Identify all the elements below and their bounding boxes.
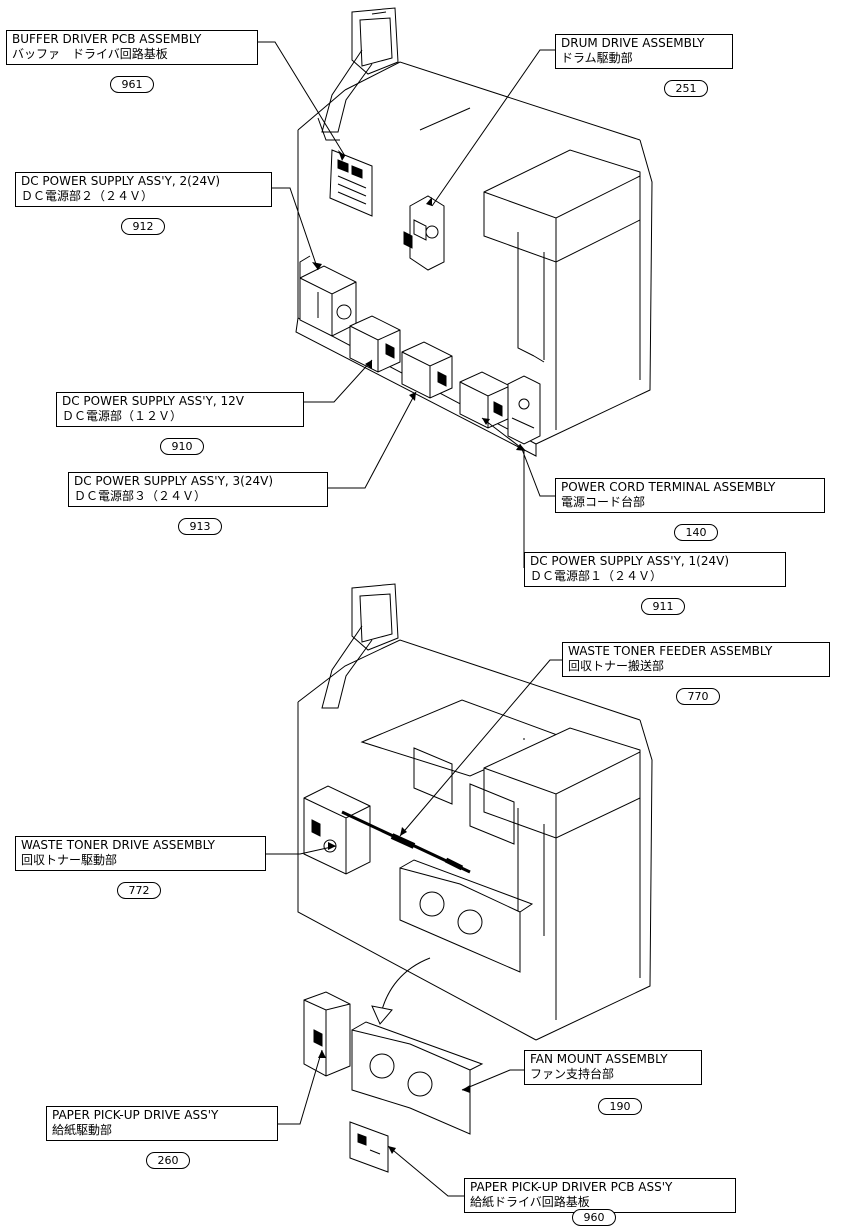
callout-drum-drive: DRUM DRIVE ASSEMBLY ドラム駆動部 <box>555 34 733 69</box>
callout-dc-power-2: DC POWER SUPPLY ASS'Y, 2(24V) ＤＣ電源部２（２４Ｖ… <box>15 172 272 207</box>
ref-number-190: 190 <box>598 1098 642 1115</box>
callout-en-label: FAN MOUNT ASSEMBLY <box>530 1052 668 1066</box>
machine-bottom-view <box>297 583 653 1173</box>
callout-jp-label: 回収トナー駆動部 <box>21 853 118 867</box>
callout-en-label: DC POWER SUPPLY ASS'Y, 1(24V) <box>530 554 730 568</box>
callout-en-label: DC POWER SUPPLY ASS'Y, 3(24V) <box>74 474 274 488</box>
callout-paper-pickup-driver-pcb: PAPER PICK-UP DRIVER PCB ASS'Y 給紙ドライバ回路基… <box>464 1178 736 1213</box>
callout-waste-toner-feeder: WASTE TONER FEEDER ASSEMBLY 回収トナー搬送部 <box>562 642 830 677</box>
dc-power-12v-part <box>349 315 401 373</box>
callout-en-label: BUFFER DRIVER PCB ASSEMBLY <box>12 32 202 46</box>
callout-dc-power-3: DC POWER SUPPLY ASS'Y, 3(24V) ＤＣ電源部３（２４Ｖ… <box>68 472 328 507</box>
paper-pickup-driver-pcb-part <box>349 1121 389 1173</box>
callout-jp-label: 電源コード台部 <box>561 495 646 509</box>
waste-toner-feeder-part <box>341 810 471 874</box>
ref-number-912: 912 <box>121 218 165 235</box>
ref-number-770: 770 <box>676 688 720 705</box>
callout-en-label: DRUM DRIVE ASSEMBLY <box>561 36 705 50</box>
ref-number-140: 140 <box>674 524 718 541</box>
buffer-driver-pcb-part <box>329 149 373 217</box>
callout-en-label: DC POWER SUPPLY ASS'Y, 12V <box>62 394 245 408</box>
ref-number-961: 961 <box>110 76 154 93</box>
paper-pickup-drive-part <box>303 991 351 1077</box>
fan-mount-in-body <box>399 859 534 973</box>
leader-arrowheads <box>312 150 526 1154</box>
callout-en-label: POWER CORD TERMINAL ASSEMBLY <box>561 480 776 494</box>
callout-jp-label: ＤＣ電源部３（２４Ｖ） <box>74 489 207 503</box>
callout-en-label: PAPER PICK-UP DRIVE ASS'Y <box>52 1108 219 1122</box>
ref-number-960: 960 <box>572 1209 616 1226</box>
ref-number-911: 911 <box>641 598 685 615</box>
dc-power-2-part <box>299 265 357 337</box>
callout-fan-mount: FAN MOUNT ASSEMBLY ファン支持台部 <box>524 1050 702 1085</box>
callout-buffer-driver-pcb: BUFFER DRIVER PCB ASSEMBLY バッファ ドライバ回路基板 <box>6 30 258 65</box>
drum-drive-part <box>403 195 445 271</box>
callout-jp-label: ＤＣ電源部１（２４Ｖ） <box>530 569 663 583</box>
power-cord-terminal-part <box>507 375 541 445</box>
callout-waste-toner-drive: WASTE TONER DRIVE ASSEMBLY 回収トナー駆動部 <box>15 836 266 871</box>
callout-dc-power-1: DC POWER SUPPLY ASS'Y, 1(24V) ＤＣ電源部１（２４Ｖ… <box>524 552 786 587</box>
ref-number-251: 251 <box>664 80 708 97</box>
callout-en-label: WASTE TONER DRIVE ASSEMBLY <box>21 838 216 852</box>
ref-number-772: 772 <box>117 882 161 899</box>
callout-jp-label: バッファ ドライバ回路基板 <box>12 47 168 61</box>
callout-jp-label: 回収トナー搬送部 <box>568 659 665 673</box>
callout-jp-label: ＤＣ電源部２（２４Ｖ） <box>21 189 154 203</box>
callout-jp-label: 給紙駆動部 <box>52 1123 113 1137</box>
ref-number-913: 913 <box>178 518 222 535</box>
callout-paper-pickup-drive: PAPER PICK-UP DRIVE ASS'Y 給紙駆動部 <box>46 1106 278 1141</box>
callout-jp-label: ドラム駆動部 <box>561 51 633 65</box>
callout-jp-label: 給紙ドライバ回路基板 <box>470 1195 590 1209</box>
callout-en-label: WASTE TONER FEEDER ASSEMBLY <box>568 644 773 658</box>
callout-jp-label: ＤＣ電源部（１２Ｖ） <box>62 409 183 423</box>
dc-power-3-part <box>401 341 453 399</box>
callout-power-cord-terminal: POWER CORD TERMINAL ASSEMBLY 電源コード台部 <box>555 478 825 513</box>
callout-jp-label: ファン支持台部 <box>530 1067 615 1081</box>
ref-number-260: 260 <box>146 1152 190 1169</box>
leader-lines <box>258 41 562 1197</box>
waste-toner-drive-part <box>303 785 371 875</box>
fan-mount-part <box>351 1021 484 1135</box>
callout-dc-power-12v: DC POWER SUPPLY ASS'Y, 12V ＤＣ電源部（１２Ｖ） <box>56 392 304 427</box>
callout-en-label: DC POWER SUPPLY ASS'Y, 2(24V) <box>21 174 221 188</box>
ref-number-910: 910 <box>160 438 204 455</box>
callout-en-label: PAPER PICK-UP DRIVER PCB ASS'Y <box>470 1180 673 1194</box>
machine-top-view <box>295 7 653 457</box>
